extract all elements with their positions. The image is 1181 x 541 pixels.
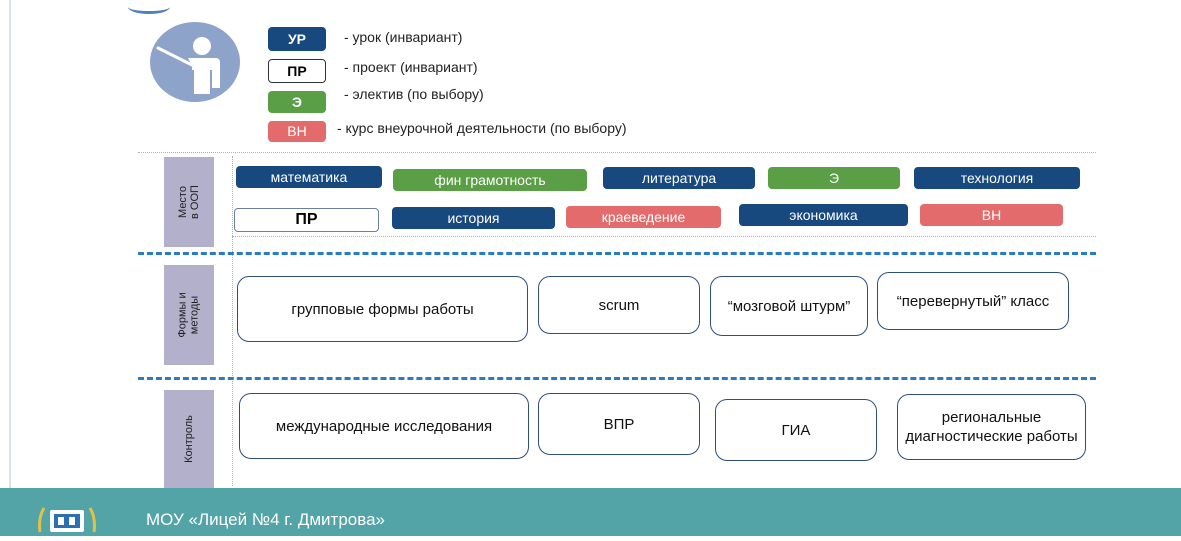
method-group-work: групповые формы работы (237, 276, 528, 342)
section-tab-kontrol: Контроль (164, 390, 214, 488)
control-international: международные исследования (239, 393, 529, 459)
legend-badge-vn: ВН (268, 121, 326, 142)
subject-elektiv: Э (768, 167, 900, 189)
method-scrum: scrum (538, 276, 700, 334)
section-label-kontrol: Контроль (183, 415, 195, 463)
method-brainstorm: “мозговой штурм” (710, 276, 868, 336)
subject-literatura: литература (603, 167, 755, 189)
left-border-line (9, 0, 11, 488)
dashed-divider-1 (138, 252, 1096, 255)
footer-bar (0, 488, 1181, 536)
dashed-divider-2 (138, 377, 1096, 380)
divider-mesto-inner (232, 236, 1096, 237)
subject-istoriya: история (392, 207, 555, 229)
legend-badge-pr: ПР (268, 59, 326, 83)
section-label-formy-line1: Формы и (177, 292, 189, 338)
divider-top (138, 152, 1096, 153)
subject-tekhnologiya: технология (914, 167, 1080, 189)
section-label-formy: Формы и методы (177, 292, 201, 337)
legend-text-ur: - урок (инвариант) (344, 29, 463, 45)
legend-badge-ur: УР (268, 27, 326, 51)
subject-matematika: математика (236, 166, 382, 188)
method-flipped-class: “перевернутый” класс (877, 272, 1069, 330)
section-label-formy-line2: методы (189, 295, 201, 335)
subject-vneurochnaya: ВН (920, 204, 1063, 226)
section-label-mesto: Место в ООП (177, 185, 201, 219)
legend-badge-e: Э (268, 91, 326, 113)
legend-text-vn: - курс внеурочной деятельности (по выбор… (337, 120, 627, 136)
divider-vertical (232, 156, 233, 486)
subject-ekonomika: экономика (739, 204, 908, 226)
subject-fin-gramotnost: фин грамотность (393, 169, 587, 191)
teacher-icon (150, 22, 240, 102)
control-vpr: ВПР (538, 393, 700, 455)
control-gia: ГИА (715, 399, 877, 461)
lyceum-logo-icon (36, 502, 98, 536)
legend-text-e: - электив (по выбору) (344, 86, 484, 102)
top-arc-decoration (128, 0, 170, 14)
legend-text-pr: - проект (инвариант) (344, 59, 478, 75)
subject-proekt: ПР (234, 208, 379, 232)
footer-school-name: МОУ «Лицей №4 г. Дмитрова» (146, 510, 385, 529)
subject-kraevedenie: краеведение (566, 206, 721, 228)
section-tab-mesto: Место в ООП (164, 157, 214, 247)
section-tab-formy: Формы и методы (164, 265, 214, 365)
control-regional: региональные диагностические работы (897, 394, 1086, 460)
